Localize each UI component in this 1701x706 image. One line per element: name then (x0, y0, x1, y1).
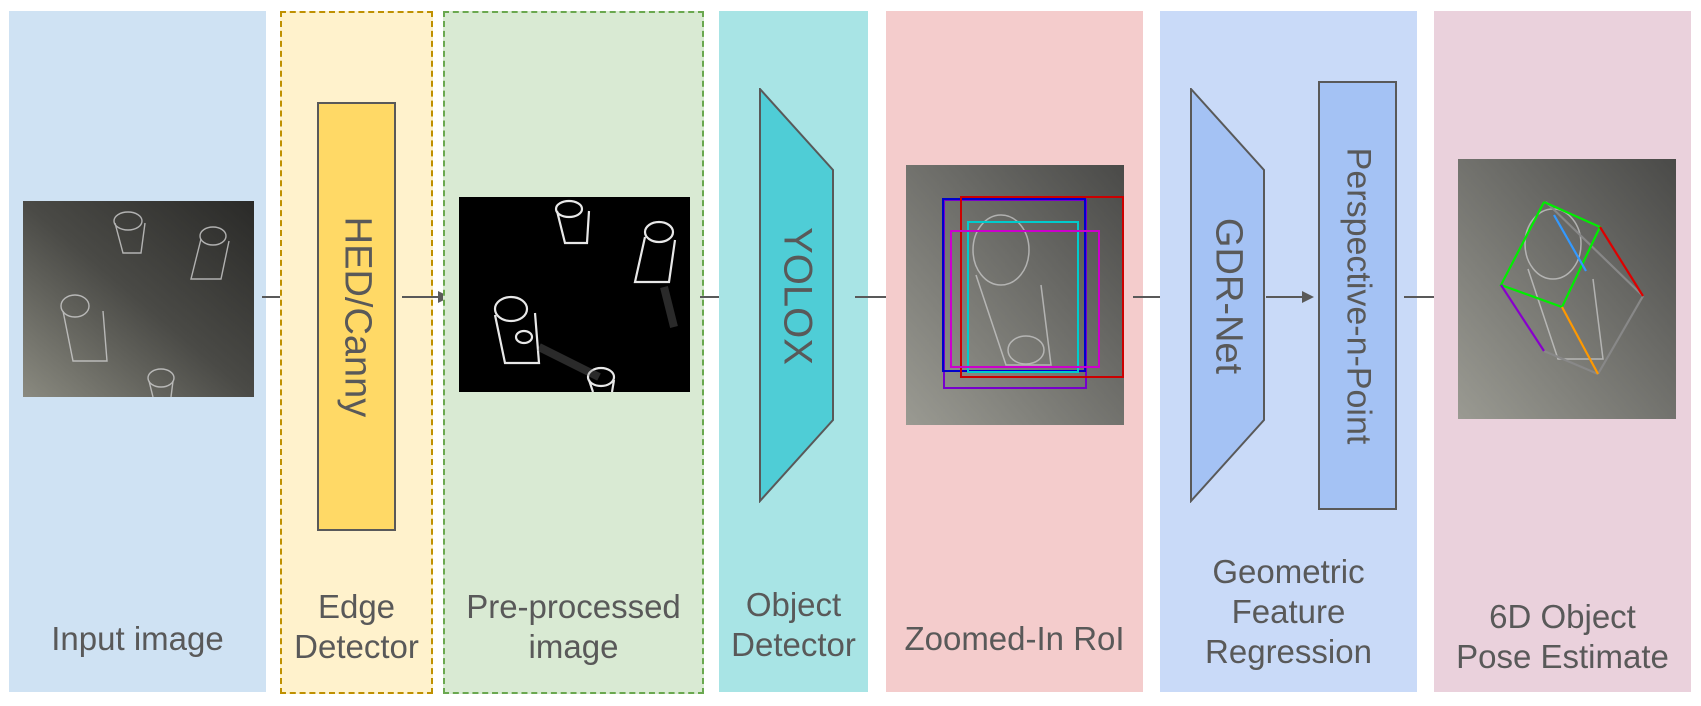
stage-object-detector-label: Object Detector (731, 586, 856, 663)
gdr-net-block (1190, 88, 1265, 503)
hed-canny-block: HED/Canny (317, 102, 396, 531)
stage-input-label: Input image (51, 620, 224, 657)
zoomed-photo (906, 165, 1124, 425)
pose-photo (1458, 159, 1676, 419)
yolox-text-wrap: YOLOX (759, 88, 835, 503)
stage-geometric-label: Geometric Feature Regression (1205, 553, 1372, 670)
pnp-block: Perspective-n-Point (1318, 81, 1397, 510)
stage-pose-estimate: 6D Object Pose Estimate (1434, 11, 1691, 692)
stage-object-detector: YOLOX Object Detector (719, 11, 868, 692)
input-photo (23, 201, 254, 397)
stage-preprocessed-label: Pre-processed image (466, 588, 681, 665)
preprocessed-photo (459, 197, 690, 392)
stage-input: Input image (9, 11, 266, 692)
stage-preprocessed: Pre-processed image (443, 11, 704, 694)
gdr-net-text: GDR-Net (1207, 217, 1250, 374)
stage-zoomed-label: Zoomed-In RoI (904, 620, 1125, 657)
stage-edge-label: Edge Detector (294, 588, 419, 665)
arrow-6 (1266, 291, 1314, 303)
pnp-text: Perspective-n-Point (1339, 147, 1377, 444)
stage-zoomed-roi: Zoomed-In RoI (886, 11, 1143, 692)
stage-edge-detector: HED/Canny Edge Detector (280, 11, 433, 694)
stage-pose-label: 6D Object Pose Estimate (1456, 598, 1669, 675)
hed-canny-text: HED/Canny (336, 216, 378, 417)
gdr-net-text-wrap: GDR-Net (1190, 88, 1266, 503)
yolox-text: YOLOX (775, 226, 820, 365)
stage-geometric-regression: GDR-Net Perspective-n-Point Geometric Fe… (1160, 11, 1417, 692)
yolox-block (759, 88, 834, 503)
